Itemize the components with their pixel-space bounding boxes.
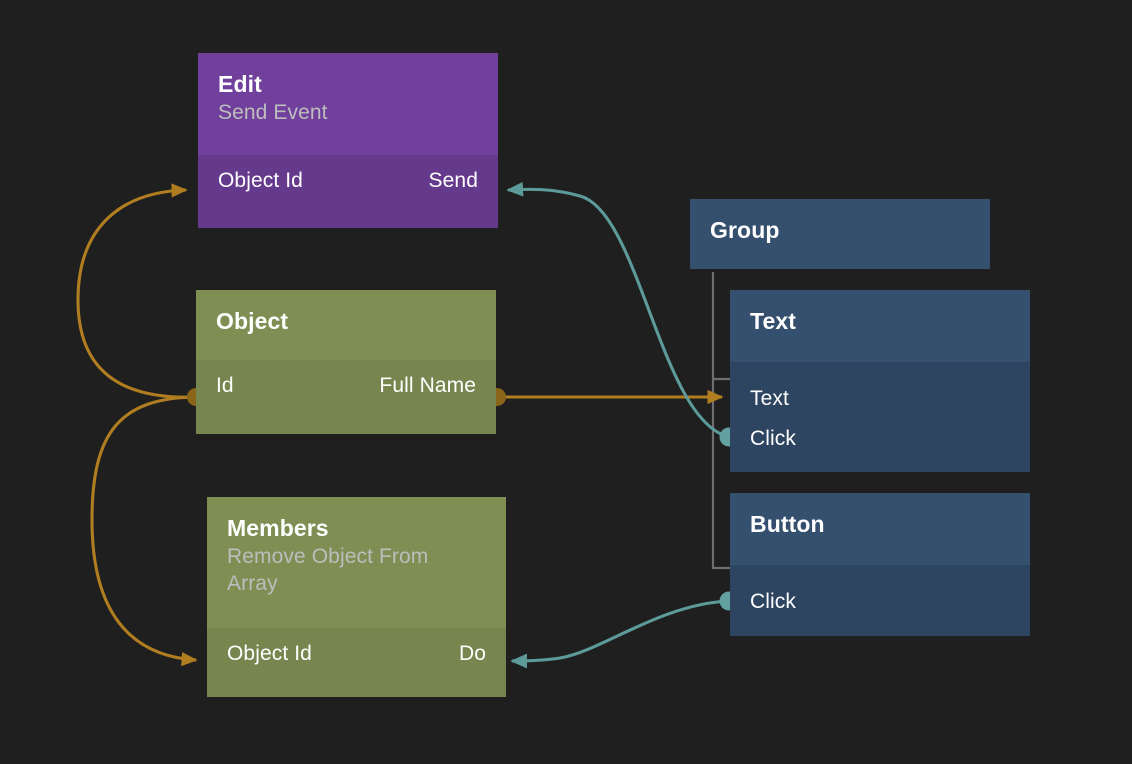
node-members-row-objectid[interactable]: Object Id Do: [207, 636, 506, 672]
edge-button-click-to-members-do: [510, 599, 730, 669]
port-label-members-do: Do: [458, 642, 486, 665]
node-object-row-id[interactable]: Id Full Name: [196, 368, 496, 404]
node-object[interactable]: Object Id Full Name: [196, 290, 496, 434]
node-object-body: Id Full Name: [196, 360, 496, 434]
node-edit[interactable]: Edit Send Event Object Id Send: [198, 53, 498, 228]
node-text-row-click[interactable]: Click: [730, 419, 1030, 459]
node-button-title: Button: [750, 511, 825, 537]
node-edit-row-objectid[interactable]: Object Id Send: [198, 163, 498, 199]
group-tree-connector: [711, 272, 730, 570]
node-members-body: Object Id Do: [207, 628, 506, 697]
node-group[interactable]: Group: [690, 199, 990, 269]
node-text-row-text[interactable]: Text: [730, 379, 1030, 419]
port-label-button-click: Click: [750, 590, 796, 613]
port-label-edit-send: Send: [428, 169, 478, 192]
node-button-row-click[interactable]: Click: [730, 582, 1030, 622]
port-label-members-object-id: Object Id: [227, 642, 312, 665]
node-edit-header: Edit Send Event: [198, 53, 498, 155]
node-text-title: Text: [750, 308, 796, 334]
edge-object-id-to-edit: [76, 183, 197, 399]
node-members[interactable]: Members Remove Object From Array Object …: [207, 497, 506, 697]
node-members-title: Members: [227, 515, 329, 541]
edge-object-id-to-members: [90, 395, 198, 667]
node-edit-title: Edit: [218, 71, 262, 97]
port-label-edit-object-id: Object Id: [218, 169, 303, 192]
node-members-header: Members Remove Object From Array: [207, 497, 506, 628]
node-edit-body: Object Id Send: [198, 155, 498, 228]
node-button-header: Button: [730, 493, 1030, 565]
port-label-object-id: Id: [216, 374, 234, 397]
node-text-body: Text Click: [730, 362, 1030, 472]
node-button-body: Click: [730, 565, 1030, 636]
node-text[interactable]: Text Text Click: [730, 290, 1030, 472]
node-group-title: Group: [710, 217, 780, 243]
node-edit-subtitle: Send Event: [218, 101, 328, 125]
port-label-text-click: Click: [750, 427, 796, 450]
node-group-header: Group: [690, 199, 990, 269]
node-object-header: Object: [196, 290, 496, 360]
node-object-title: Object: [216, 308, 289, 334]
node-text-header: Text: [730, 290, 1030, 362]
port-label-object-full-name: Full Name: [379, 374, 476, 397]
node-button[interactable]: Button Click: [730, 493, 1030, 636]
port-label-text-text: Text: [750, 387, 789, 410]
node-members-subtitle: Remove Object From Array: [227, 545, 429, 595]
